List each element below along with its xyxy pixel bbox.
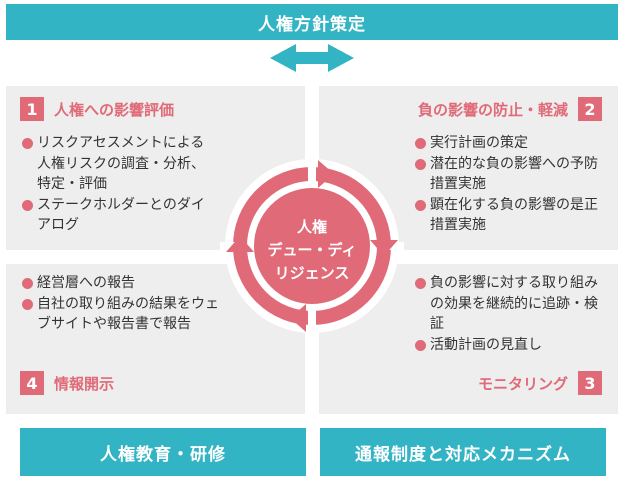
bullet-icon <box>415 339 426 351</box>
list-item: ステークホルダーとのダイアログ <box>22 195 212 236</box>
cycle-center <box>254 188 370 304</box>
list-item: 顕在化する負の影響の是正措置実施 <box>415 195 605 236</box>
bullet-icon <box>415 278 426 289</box>
bullet-icon <box>415 158 426 170</box>
step-number-3: 3 <box>578 371 602 395</box>
step-number-2: 2 <box>578 97 602 121</box>
policy-header: 人権方針策定 <box>6 4 618 40</box>
arrow-icon <box>290 304 306 332</box>
training-box: 人権教育・研修 <box>20 428 306 476</box>
quadrant-3-list: 負の影響に対する取り組みの効果を継続的に追跡・検証 活動計画の見直し <box>415 273 605 355</box>
center-line-1: 人権 <box>296 218 327 236</box>
quadrant-3-title: モニタリング 3 <box>478 371 602 395</box>
quadrant-4-list: 経営層への報告 自社の取り組みの結果をウェブサイトや報告書で報告 <box>22 273 222 335</box>
arrow-icon <box>370 240 398 256</box>
grievance-box: 通報制度と対応メカニズム <box>320 428 606 476</box>
cycle-arrowheads <box>226 160 398 332</box>
quadrant-1-title: 1 人権への影響評価 <box>20 97 174 121</box>
bullet-icon <box>22 138 33 149</box>
quadrant-2-title: 負の影響の防止・軽減 2 <box>418 97 602 121</box>
bullet-icon <box>22 199 33 211</box>
list-item: 潜在的な負の影響への予防措置実施 <box>415 154 605 195</box>
list-item: 自社の取り組みの結果をウェブサイトや報告書で報告 <box>22 294 222 335</box>
step-title-4: 情報開示 <box>54 374 115 393</box>
list-item: 活動計画の見直し <box>415 335 605 356</box>
step-title-1: 人権への影響評価 <box>54 100 175 119</box>
arrow-icon <box>226 236 254 252</box>
step-number-1: 1 <box>20 97 44 121</box>
step-number-4: 4 <box>20 371 44 395</box>
list-item: リスクアセスメントによる人権リスクの調査・分析、特定・評価 <box>22 133 212 195</box>
center-line-3: リジェンス <box>274 264 350 282</box>
quadrant-2-list: 実行計画の策定 潜在的な負の影響への予防措置実施 顕在化する負の影響の是正措置実… <box>415 133 605 236</box>
step-title-2: 負の影響の防止・軽減 <box>417 100 568 119</box>
list-item: 経営層への報告 <box>22 273 222 294</box>
bullet-icon <box>22 298 33 310</box>
arrow-icon <box>318 160 334 188</box>
cycle-gaps <box>220 164 404 328</box>
center-label: 人権 デュー・ディ リジェンス <box>250 216 374 285</box>
quadrant-4-title: 4 情報開示 <box>20 371 114 395</box>
bullet-icon <box>22 278 33 289</box>
bullet-icon <box>415 199 426 211</box>
list-item: 実行計画の策定 <box>415 133 605 154</box>
center-line-2: デュー・ディ <box>267 241 357 259</box>
list-item: 負の影響に対する取り組みの効果を継続的に追跡・検証 <box>415 273 605 335</box>
quadrant-1-list: リスクアセスメントによる人権リスクの調査・分析、特定・評価 ステークホルダーとの… <box>22 133 212 236</box>
bullet-icon <box>415 138 426 149</box>
step-title-3: モニタリング <box>477 374 568 393</box>
